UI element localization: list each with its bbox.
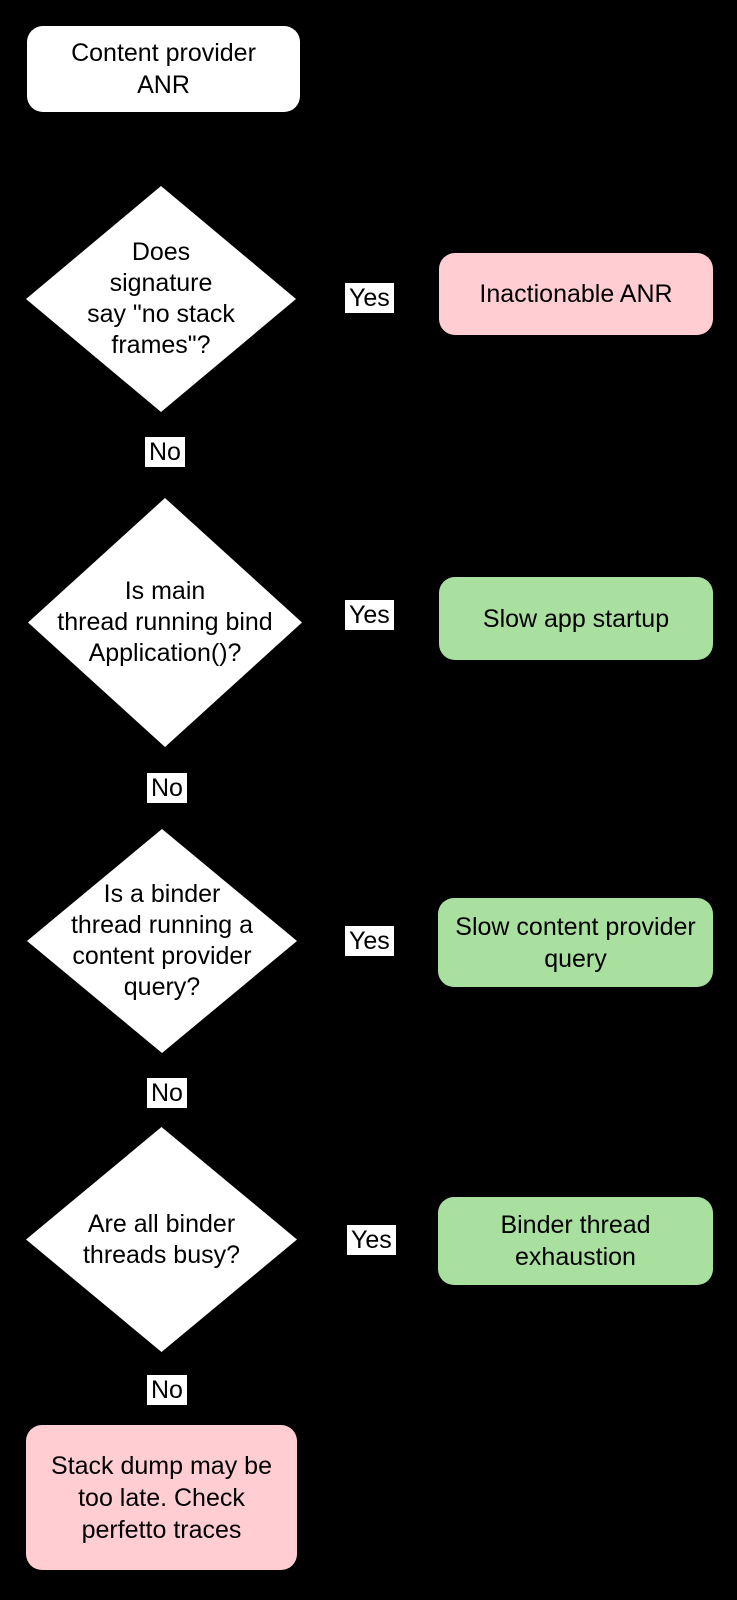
start-node-content-provider-anr: Content provider ANR xyxy=(27,26,300,112)
end-node-stack-dump-perfetto: Stack dump may be too late. Check perfet… xyxy=(26,1425,297,1570)
no-label-3: No xyxy=(147,1078,187,1108)
text-line: Does xyxy=(131,238,191,266)
text-line: Stack dump may be xyxy=(51,1451,272,1480)
yes-label-1: Yes xyxy=(345,283,394,313)
text-line: Is a binder xyxy=(103,880,221,908)
yes-label-2: Yes xyxy=(345,600,394,630)
text-line: say "no stack xyxy=(87,300,235,328)
outcome-slow-content-provider-query: Slow content provider query xyxy=(438,898,713,987)
text-line: signature xyxy=(109,269,213,297)
text-line: Is main xyxy=(124,577,206,605)
no-label-4: No xyxy=(147,1375,187,1405)
text-line: Slow app startup xyxy=(482,604,670,633)
text-line: ANR xyxy=(137,71,190,99)
no-label-1: No xyxy=(145,437,185,467)
text-line: query? xyxy=(123,973,201,1001)
text-line: Slow content provider xyxy=(455,912,696,941)
text-line: perfetto traces xyxy=(81,1515,242,1544)
text-line: exhaustion xyxy=(515,1243,636,1271)
outcome-inactionable-anr: Inactionable ANR xyxy=(439,253,713,335)
text-line: threads busy? xyxy=(82,1240,241,1269)
outcome-binder-thread-exhaustion: Binder thread exhaustion xyxy=(438,1197,713,1285)
text-line: Application()? xyxy=(88,639,242,667)
yes-label-4: Yes xyxy=(347,1225,396,1255)
text-line: Binder thread xyxy=(500,1211,651,1239)
decision-signature-no-stack-frames: Does signature say "no stack frames"? xyxy=(26,186,296,412)
no-label-2: No xyxy=(147,773,187,803)
text-line: thread running a xyxy=(70,911,254,939)
decision-all-binder-threads-busy: Are all binder threads busy? xyxy=(26,1127,297,1352)
text-line: thread running bind xyxy=(57,608,273,636)
yes-label-3: Yes xyxy=(345,926,394,956)
decision-binder-thread-content-provider-query: Is a binder thread running a content pro… xyxy=(27,829,297,1053)
text-line: Content provider xyxy=(71,39,256,67)
decision-main-thread-bind-application: Is main thread running bind Application(… xyxy=(28,498,302,747)
text-line: query xyxy=(544,944,607,973)
text-line: content provider xyxy=(72,942,252,970)
text-line: too late. Check xyxy=(78,1483,245,1512)
text-line: Are all binder xyxy=(87,1209,236,1238)
outcome-slow-app-startup: Slow app startup xyxy=(439,577,713,660)
text-line: Inactionable ANR xyxy=(479,280,673,308)
text-line: frames"? xyxy=(111,331,211,359)
